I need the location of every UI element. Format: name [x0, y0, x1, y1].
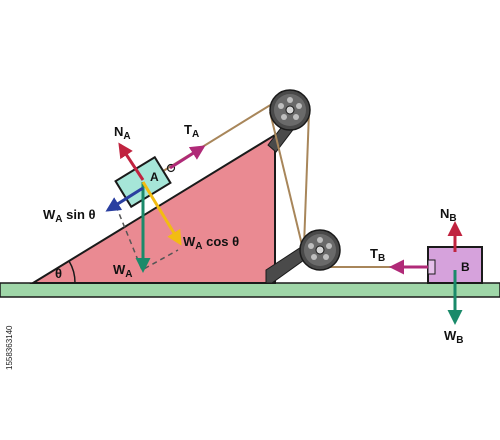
weight-b-label: WB — [444, 328, 464, 346]
angle-arc — [68, 260, 76, 284]
tension-a-label: TA — [184, 122, 199, 140]
normal-force-a-arrow — [118, 142, 145, 181]
side-id-text: 1558363140 — [5, 325, 14, 370]
block-a-label: A — [150, 170, 159, 184]
pulley-icon — [299, 229, 341, 271]
block-b-side-tab — [427, 259, 436, 275]
normal-a-label: NA — [114, 124, 131, 142]
w-cos-arrow — [141, 181, 182, 246]
rope-vertical-right — [303, 111, 310, 247]
rope-vertical-left — [269, 111, 303, 246]
block-b-label: B — [461, 260, 470, 274]
angle-label: θ — [55, 266, 62, 281]
block-a-hook — [166, 163, 176, 173]
normal-b-label: NB — [440, 206, 457, 224]
tension-b-label: TB — [370, 246, 385, 264]
w-cos-label: WA cos θ — [183, 234, 239, 252]
weight-a-label: WA — [113, 262, 133, 280]
ground — [0, 282, 500, 298]
w-sin-label: WA sin θ — [43, 207, 96, 225]
w-sin-arrow — [105, 186, 144, 212]
pulley-icon — [269, 89, 311, 131]
incline-plane — [29, 133, 276, 284]
tension-a-arrow — [169, 145, 206, 170]
